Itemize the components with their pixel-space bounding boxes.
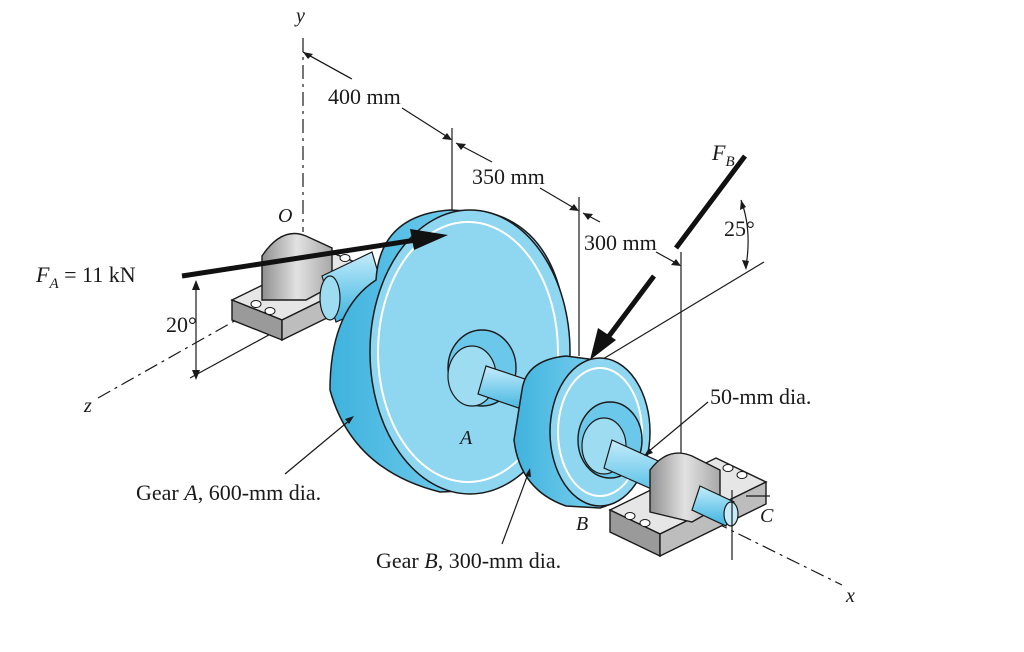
dimension-350 xyxy=(455,142,580,356)
point-b-label: B xyxy=(576,513,588,535)
shaft-dia-leader xyxy=(647,401,709,453)
dimension-300-label: 300 mm xyxy=(584,230,657,255)
point-c-label: C xyxy=(760,505,774,527)
fb-reference-line xyxy=(597,261,765,363)
dimension-400-label: 400 mm xyxy=(328,84,401,109)
shaft-dia-label: 50-mm dia. xyxy=(710,384,811,409)
gear-b-leader xyxy=(501,473,529,545)
dimension-300 xyxy=(582,212,682,460)
gear-b xyxy=(513,355,651,509)
gear-b-label: Gear B, 300-mm dia. xyxy=(376,548,561,573)
z-axis-label: z xyxy=(83,395,92,417)
gear-a-leader xyxy=(284,419,351,475)
x-axis-label: x xyxy=(845,585,855,607)
dimension-400 xyxy=(302,51,453,236)
y-axis-label: y xyxy=(294,5,305,27)
dimension-350-label: 350 mm xyxy=(472,164,545,189)
force-fa-arrow xyxy=(181,229,448,279)
gear-a-label: Gear A, 600-mm dia. xyxy=(136,480,321,505)
force-fa-label: FA = 11 kN xyxy=(35,262,136,292)
force-fb-arrow xyxy=(590,154,747,360)
force-fb-label: FB xyxy=(711,140,735,170)
point-a-label: A xyxy=(458,427,473,449)
fb-angle-label: 25° xyxy=(724,216,755,241)
point-o-label: O xyxy=(278,205,292,227)
fa-angle-label: 20° xyxy=(166,312,197,337)
